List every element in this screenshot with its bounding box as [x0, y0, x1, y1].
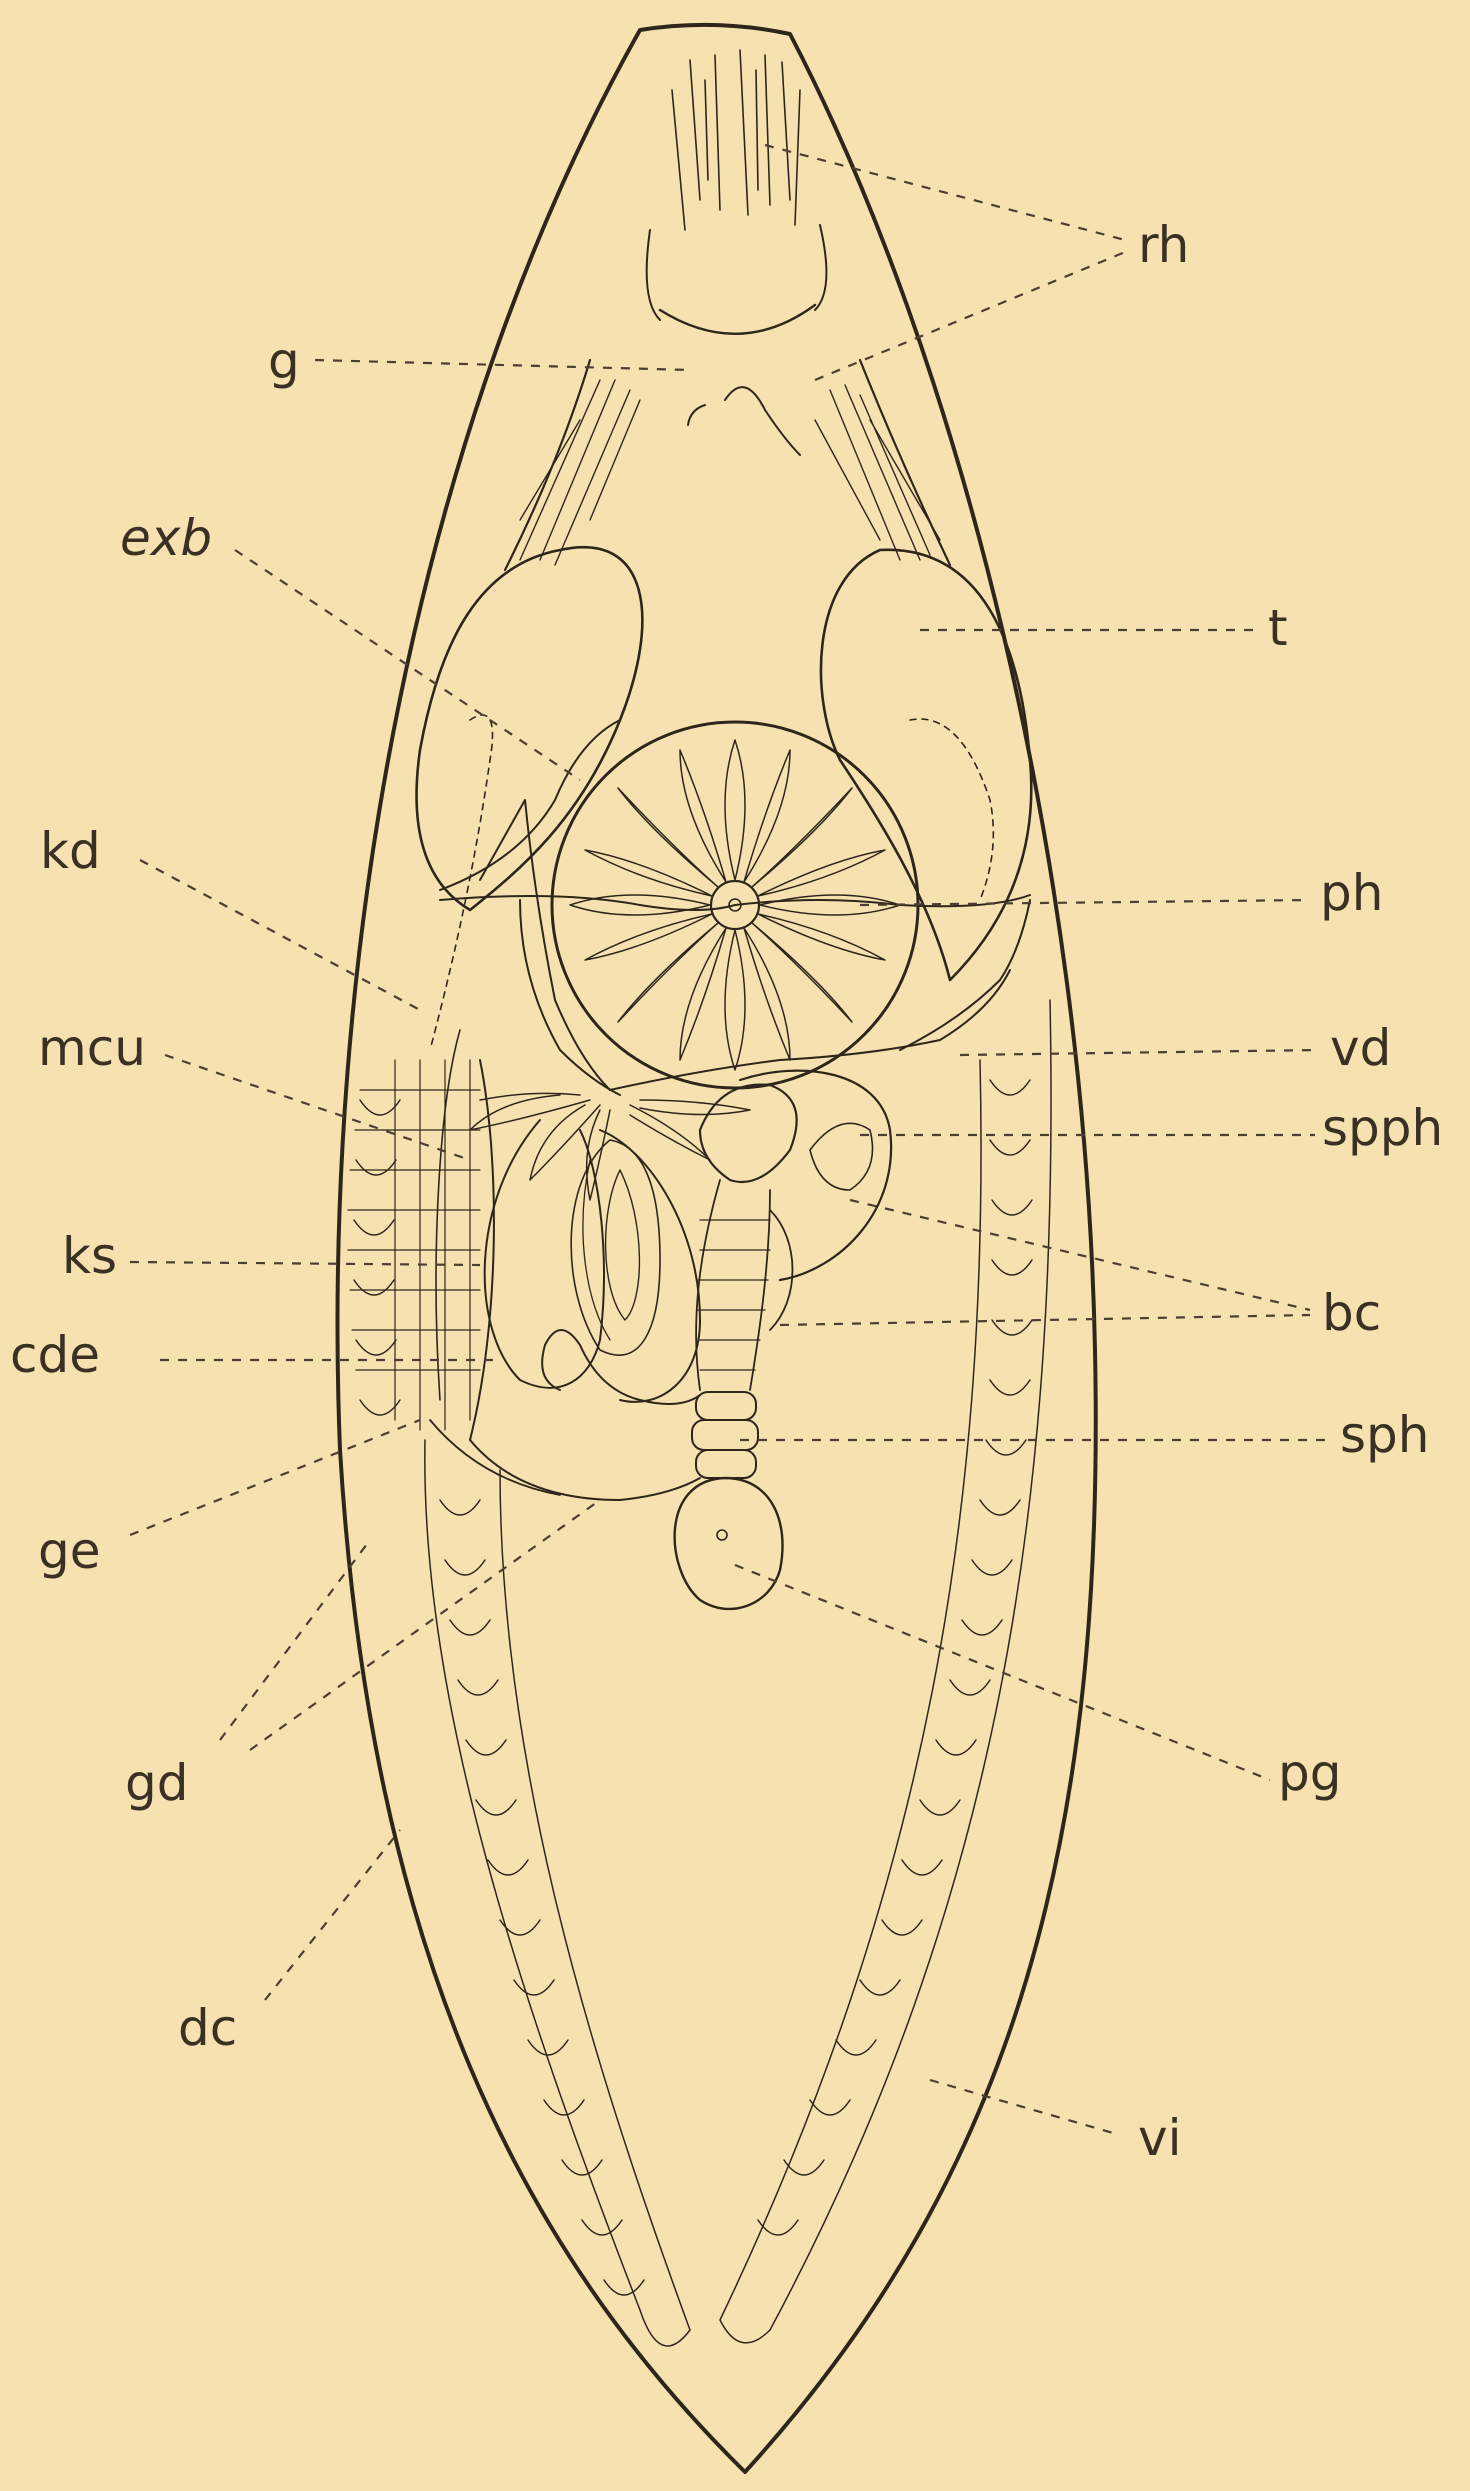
label-sph: sph	[1340, 1406, 1429, 1464]
label-vd: vd	[1330, 1019, 1391, 1077]
label-exb: exb	[120, 509, 212, 567]
label-kd: kd	[40, 822, 101, 880]
label-t: t	[1268, 599, 1288, 657]
label-g: g	[268, 332, 300, 390]
label-bc: bc	[1322, 1284, 1381, 1342]
label-ge: ge	[38, 1522, 101, 1580]
label-gd: gd	[125, 1754, 188, 1812]
label-ph: ph	[1320, 864, 1383, 922]
label-ks: ks	[62, 1227, 117, 1285]
label-pg: pg	[1278, 1744, 1341, 1802]
label-cde: cde	[10, 1326, 100, 1384]
label-dc: dc	[178, 1999, 237, 2057]
label-vi: vi	[1138, 2109, 1181, 2167]
label-mcu: mcu	[38, 1019, 146, 1077]
label-spph: spph	[1322, 1099, 1443, 1157]
label-rh: rh	[1138, 216, 1189, 274]
